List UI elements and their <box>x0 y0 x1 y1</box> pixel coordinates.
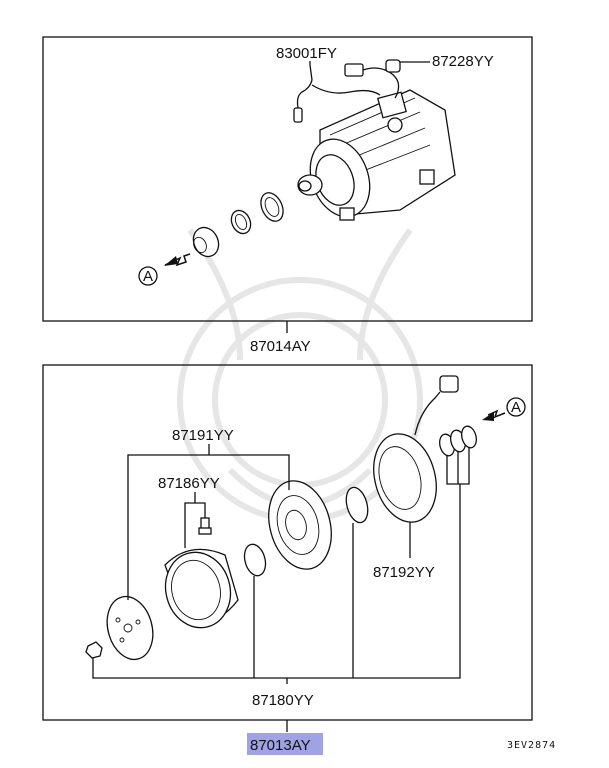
pulley <box>268 480 332 570</box>
rotor <box>164 548 239 629</box>
bracket-87191yy <box>127 444 290 600</box>
ref-arrow-bottom <box>482 397 526 421</box>
shim-washers <box>439 425 477 457</box>
nut-part <box>85 641 103 659</box>
label-87192yy: 87192YY <box>373 564 435 581</box>
bracket-87180yy <box>92 484 461 684</box>
label-87013ay[interactable]: 87013AY <box>250 737 311 754</box>
label-83001fy: 83001FY <box>276 45 337 62</box>
ref-arrow-top <box>138 253 191 286</box>
label-87191yy: 87191YY <box>172 427 234 444</box>
snap-ring-left <box>243 543 267 577</box>
ref-a-bottom-label: A <box>511 399 521 416</box>
ref-a-top-label: A <box>143 268 153 285</box>
harness-connector <box>344 59 401 99</box>
armature-plate <box>106 595 154 661</box>
label-87014ay: 87014AY <box>250 338 311 355</box>
label-87180yy: 87180YY <box>252 692 314 709</box>
compressor-body <box>297 89 456 221</box>
shaft-seal-parts <box>192 192 284 258</box>
bracket-washers <box>446 448 470 485</box>
sensor-wire <box>293 64 381 123</box>
bracket-87186yy <box>184 492 206 548</box>
drawing-code: 3EV2874 <box>507 740 556 751</box>
label-87186yy: 87186YY <box>158 475 220 492</box>
field-coil <box>373 375 459 523</box>
bolt-part <box>198 517 212 535</box>
label-87228yy: 87228YY <box>432 53 494 70</box>
snap-ring-right <box>345 486 369 524</box>
highlight-box <box>247 733 323 755</box>
